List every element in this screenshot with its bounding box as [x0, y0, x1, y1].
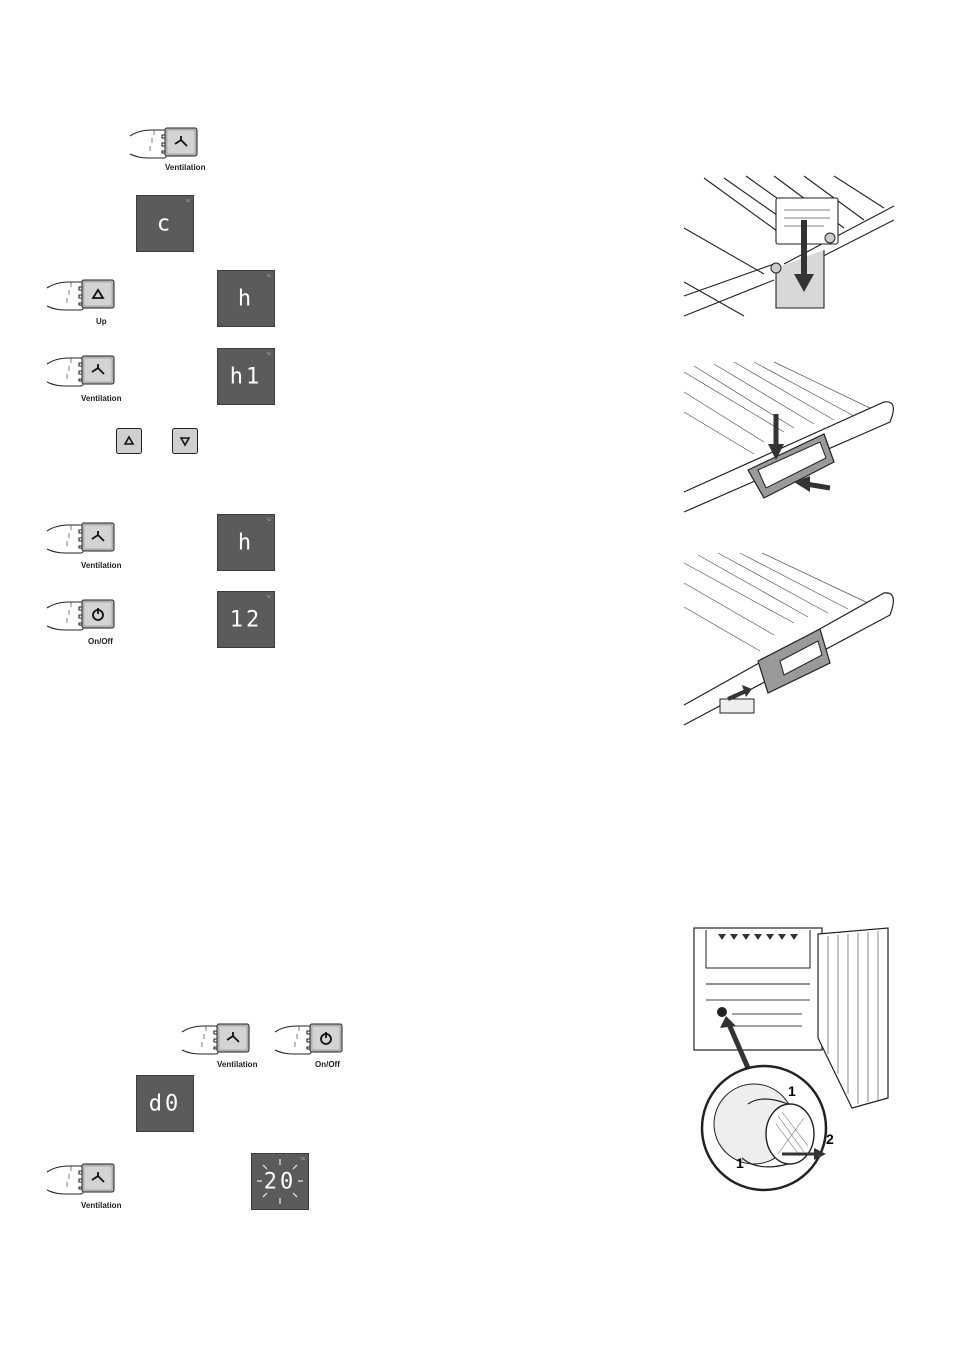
onoff-label: On/Off	[88, 637, 113, 646]
onoff-label: On/Off	[315, 1060, 340, 1069]
onoff-button[interactable]	[309, 1023, 343, 1053]
display-d0: d0	[136, 1075, 194, 1132]
shelf-label-clip-illustration	[684, 176, 899, 326]
blink-rays-icon	[251, 1153, 309, 1210]
clip-slide-illustration	[684, 553, 899, 738]
ventilation-press-2: Ventilation	[45, 350, 125, 405]
clip-press-illustration	[684, 362, 899, 517]
display-20-blinking: °C 20	[251, 1153, 309, 1210]
ventilation-press-3: Ventilation	[45, 517, 125, 572]
ventilation-label: Ventilation	[81, 561, 121, 570]
callout-2: 2	[826, 1131, 834, 1147]
callout-1-bottom: 1	[736, 1155, 744, 1171]
display-h-2: °C h	[217, 514, 275, 571]
ventilation-label: Ventilation	[217, 1060, 257, 1069]
onoff-press-1: On/Off	[45, 594, 125, 649]
up-label: Up	[96, 317, 107, 326]
ventilation-button[interactable]	[81, 1163, 115, 1193]
ventilation-button[interactable]	[81, 355, 115, 385]
display-c: °C c	[136, 195, 194, 252]
ventilation-button[interactable]	[81, 522, 115, 552]
ventilation-label: Ventilation	[81, 394, 121, 403]
display-12: °C 12	[217, 591, 275, 648]
onoff-press-2: On/Off	[273, 1018, 353, 1073]
ventilation-label: Ventilation	[165, 163, 205, 172]
ventilation-press-4: Ventilation	[180, 1018, 260, 1073]
display-h: °C h	[217, 270, 275, 327]
callout-1-top: 1	[788, 1083, 796, 1099]
ventilation-press-1: Ventilation	[128, 124, 208, 174]
ventilation-button[interactable]	[164, 127, 198, 157]
down-key[interactable]	[172, 428, 198, 454]
up-key[interactable]	[116, 428, 142, 454]
up-button[interactable]	[81, 279, 115, 309]
fridge-filter-illustration: 1 2 1	[692, 928, 892, 1193]
ventilation-label: Ventilation	[81, 1201, 121, 1210]
onoff-button[interactable]	[81, 599, 115, 629]
up-press: Up	[45, 272, 125, 327]
ventilation-button[interactable]	[216, 1023, 250, 1053]
ventilation-press-5: Ventilation	[45, 1158, 125, 1213]
display-h1: °C h1	[217, 348, 275, 405]
